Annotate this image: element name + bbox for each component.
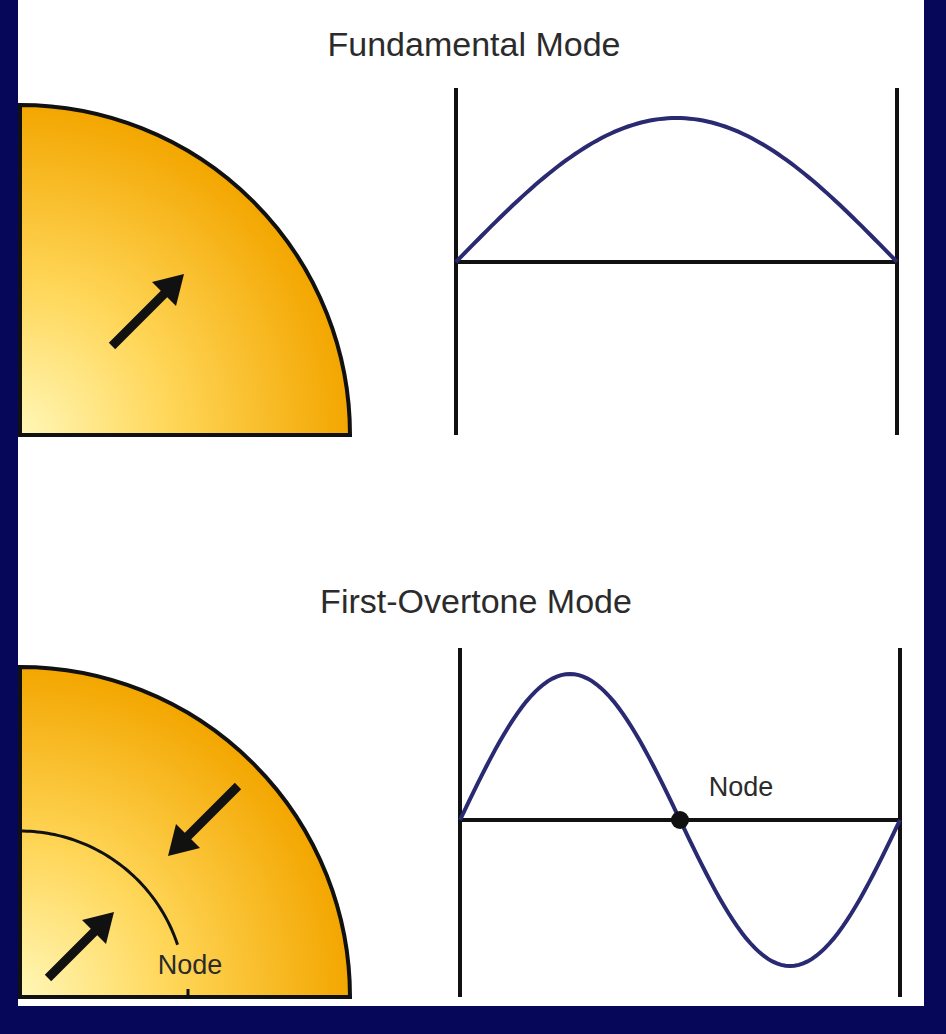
motion-arrow: [112, 290, 168, 346]
node-label: Node: [709, 772, 774, 803]
mode-title: Fundamental Mode: [328, 25, 621, 64]
motion-arrow: [184, 786, 238, 840]
arrow-head: [168, 824, 200, 856]
arrow-head: [152, 274, 184, 306]
mode-title: First-Overtone Mode: [320, 582, 632, 621]
boundary-line: [458, 648, 462, 997]
standing-wave: [460, 674, 900, 966]
node-arc: [20, 831, 178, 945]
star-quadrant: [20, 667, 350, 997]
node-tick: [187, 989, 190, 997]
baseline: [456, 260, 897, 264]
motion-arrow: [48, 928, 98, 978]
standing-wave: [456, 118, 897, 262]
node-label: Node: [158, 950, 223, 981]
node-dot: [671, 811, 689, 829]
star-quadrant: [20, 105, 350, 435]
arrow-head: [82, 912, 114, 944]
